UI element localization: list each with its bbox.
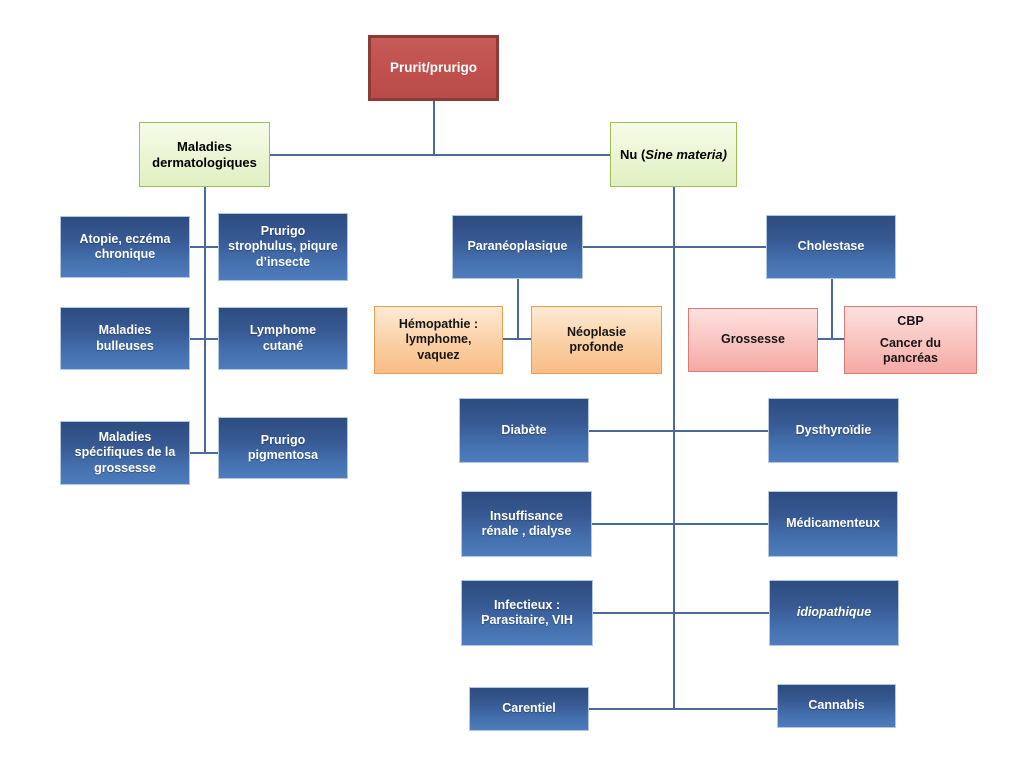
connector-right-row1 bbox=[583, 246, 766, 248]
connector-right-row4 bbox=[592, 523, 768, 525]
node-label: Atopie, eczéma chronique bbox=[79, 231, 171, 261]
node-label: Médicamenteux bbox=[786, 516, 880, 531]
node-label: Cholestase bbox=[797, 239, 865, 254]
connector-left-spine bbox=[204, 187, 206, 453]
connector-cholestase-drop bbox=[831, 279, 833, 339]
node-label: idiopathique bbox=[796, 605, 872, 620]
node-label: Maladies bulleuses bbox=[96, 323, 154, 353]
node-atopie-eczema-chronique: Atopie, eczéma chronique bbox=[60, 216, 190, 278]
node-prurit-prurigo: Prurit/prurigo bbox=[368, 35, 499, 101]
node-label: Insuffisance rénale , dialyse bbox=[481, 508, 572, 538]
node-label: Néoplasie profonde bbox=[566, 324, 627, 354]
node-label: Cannabis bbox=[808, 698, 865, 713]
node-idiopathique: idiopathique bbox=[769, 580, 899, 646]
node-cannabis: Cannabis bbox=[777, 684, 896, 728]
node-diabete: Diabète bbox=[459, 398, 589, 463]
node-label: Prurit/prurigo bbox=[390, 59, 477, 75]
node-label-line2: Cancer du pancréas bbox=[879, 335, 942, 366]
connector-main-horizontal bbox=[270, 154, 610, 156]
node-hemopathie: Hémopathie : lymphome, vaquez bbox=[374, 306, 503, 374]
node-maladies-dermatologiques: Maladies dermatologiques bbox=[139, 122, 270, 187]
node-maladies-specifiques-grossesse: Maladies spécifiques de la grossesse bbox=[60, 421, 190, 485]
node-maladies-bulleuses: Maladies bulleuses bbox=[60, 307, 190, 370]
node-medicamenteux: Médicamenteux bbox=[768, 491, 898, 557]
node-carentiel: Carentiel bbox=[469, 687, 589, 731]
connector-right-row3 bbox=[589, 430, 768, 432]
node-label: Paranéoplasique bbox=[467, 239, 568, 254]
connector-root-drop bbox=[433, 101, 435, 155]
node-label-line1: CBP bbox=[897, 313, 924, 328]
node-label: Maladies spécifiques de la grossesse bbox=[74, 430, 176, 475]
connector-pink-row bbox=[818, 338, 844, 340]
node-label: Dysthyroïdie bbox=[795, 422, 872, 437]
connector-right-spine bbox=[673, 187, 675, 708]
connector-left-row3 bbox=[190, 452, 218, 454]
node-prurigo-strophulus: Prurigo strophulus, piqure d’insecte bbox=[218, 213, 348, 281]
node-label: Prurigo strophulus, piqure d’insecte bbox=[228, 224, 338, 269]
node-grossesse: Grossesse bbox=[688, 308, 818, 372]
node-dysthyroidie: Dysthyroïdie bbox=[768, 398, 899, 463]
node-label: Maladies dermatologiques bbox=[152, 138, 257, 170]
node-cbp-cancer-pancreas: CBP Cancer du pancréas bbox=[844, 306, 977, 374]
node-insuffisance-renale-dialyse: Insuffisance rénale , dialyse bbox=[461, 491, 592, 557]
connector-right-row5 bbox=[593, 612, 769, 614]
node-label: Prurigo pigmentosa bbox=[247, 432, 319, 462]
node-label: Lymphome cutané bbox=[249, 323, 317, 353]
node-lymphome-cutane: Lymphome cutané bbox=[218, 307, 348, 370]
connector-paraneoplasique-drop bbox=[517, 279, 519, 339]
nu-prefix: Nu ( bbox=[620, 146, 646, 162]
node-label: Carentiel bbox=[502, 701, 556, 716]
node-label: Grossesse bbox=[721, 332, 785, 347]
node-label: Hémopathie : lymphome, vaquez bbox=[398, 317, 479, 362]
node-infectieux-parasitaire-vih: Infectieux : Parasitaire, VIH bbox=[461, 580, 593, 646]
node-label: Nu (Sine materia) bbox=[620, 147, 727, 163]
node-prurigo-pigmentosa: Prurigo pigmentosa bbox=[218, 417, 348, 479]
node-paraneoplasique: Paranéoplasique bbox=[452, 215, 583, 279]
connector-left-row1 bbox=[190, 246, 218, 248]
nu-italic-part: Sine materia bbox=[645, 146, 723, 162]
nu-suffix: ) bbox=[722, 146, 727, 162]
node-cholestase: Cholestase bbox=[766, 215, 896, 279]
node-neoplasie-profonde: Néoplasie profonde bbox=[531, 306, 662, 374]
connector-right-row6 bbox=[589, 708, 777, 710]
node-label: Infectieux : Parasitaire, VIH bbox=[481, 597, 573, 627]
node-label: Diabète bbox=[501, 422, 547, 437]
connector-left-row2 bbox=[190, 338, 218, 340]
connector-orange-row bbox=[503, 338, 531, 340]
node-nu-sine-materia: Nu (Sine materia) bbox=[610, 122, 737, 187]
